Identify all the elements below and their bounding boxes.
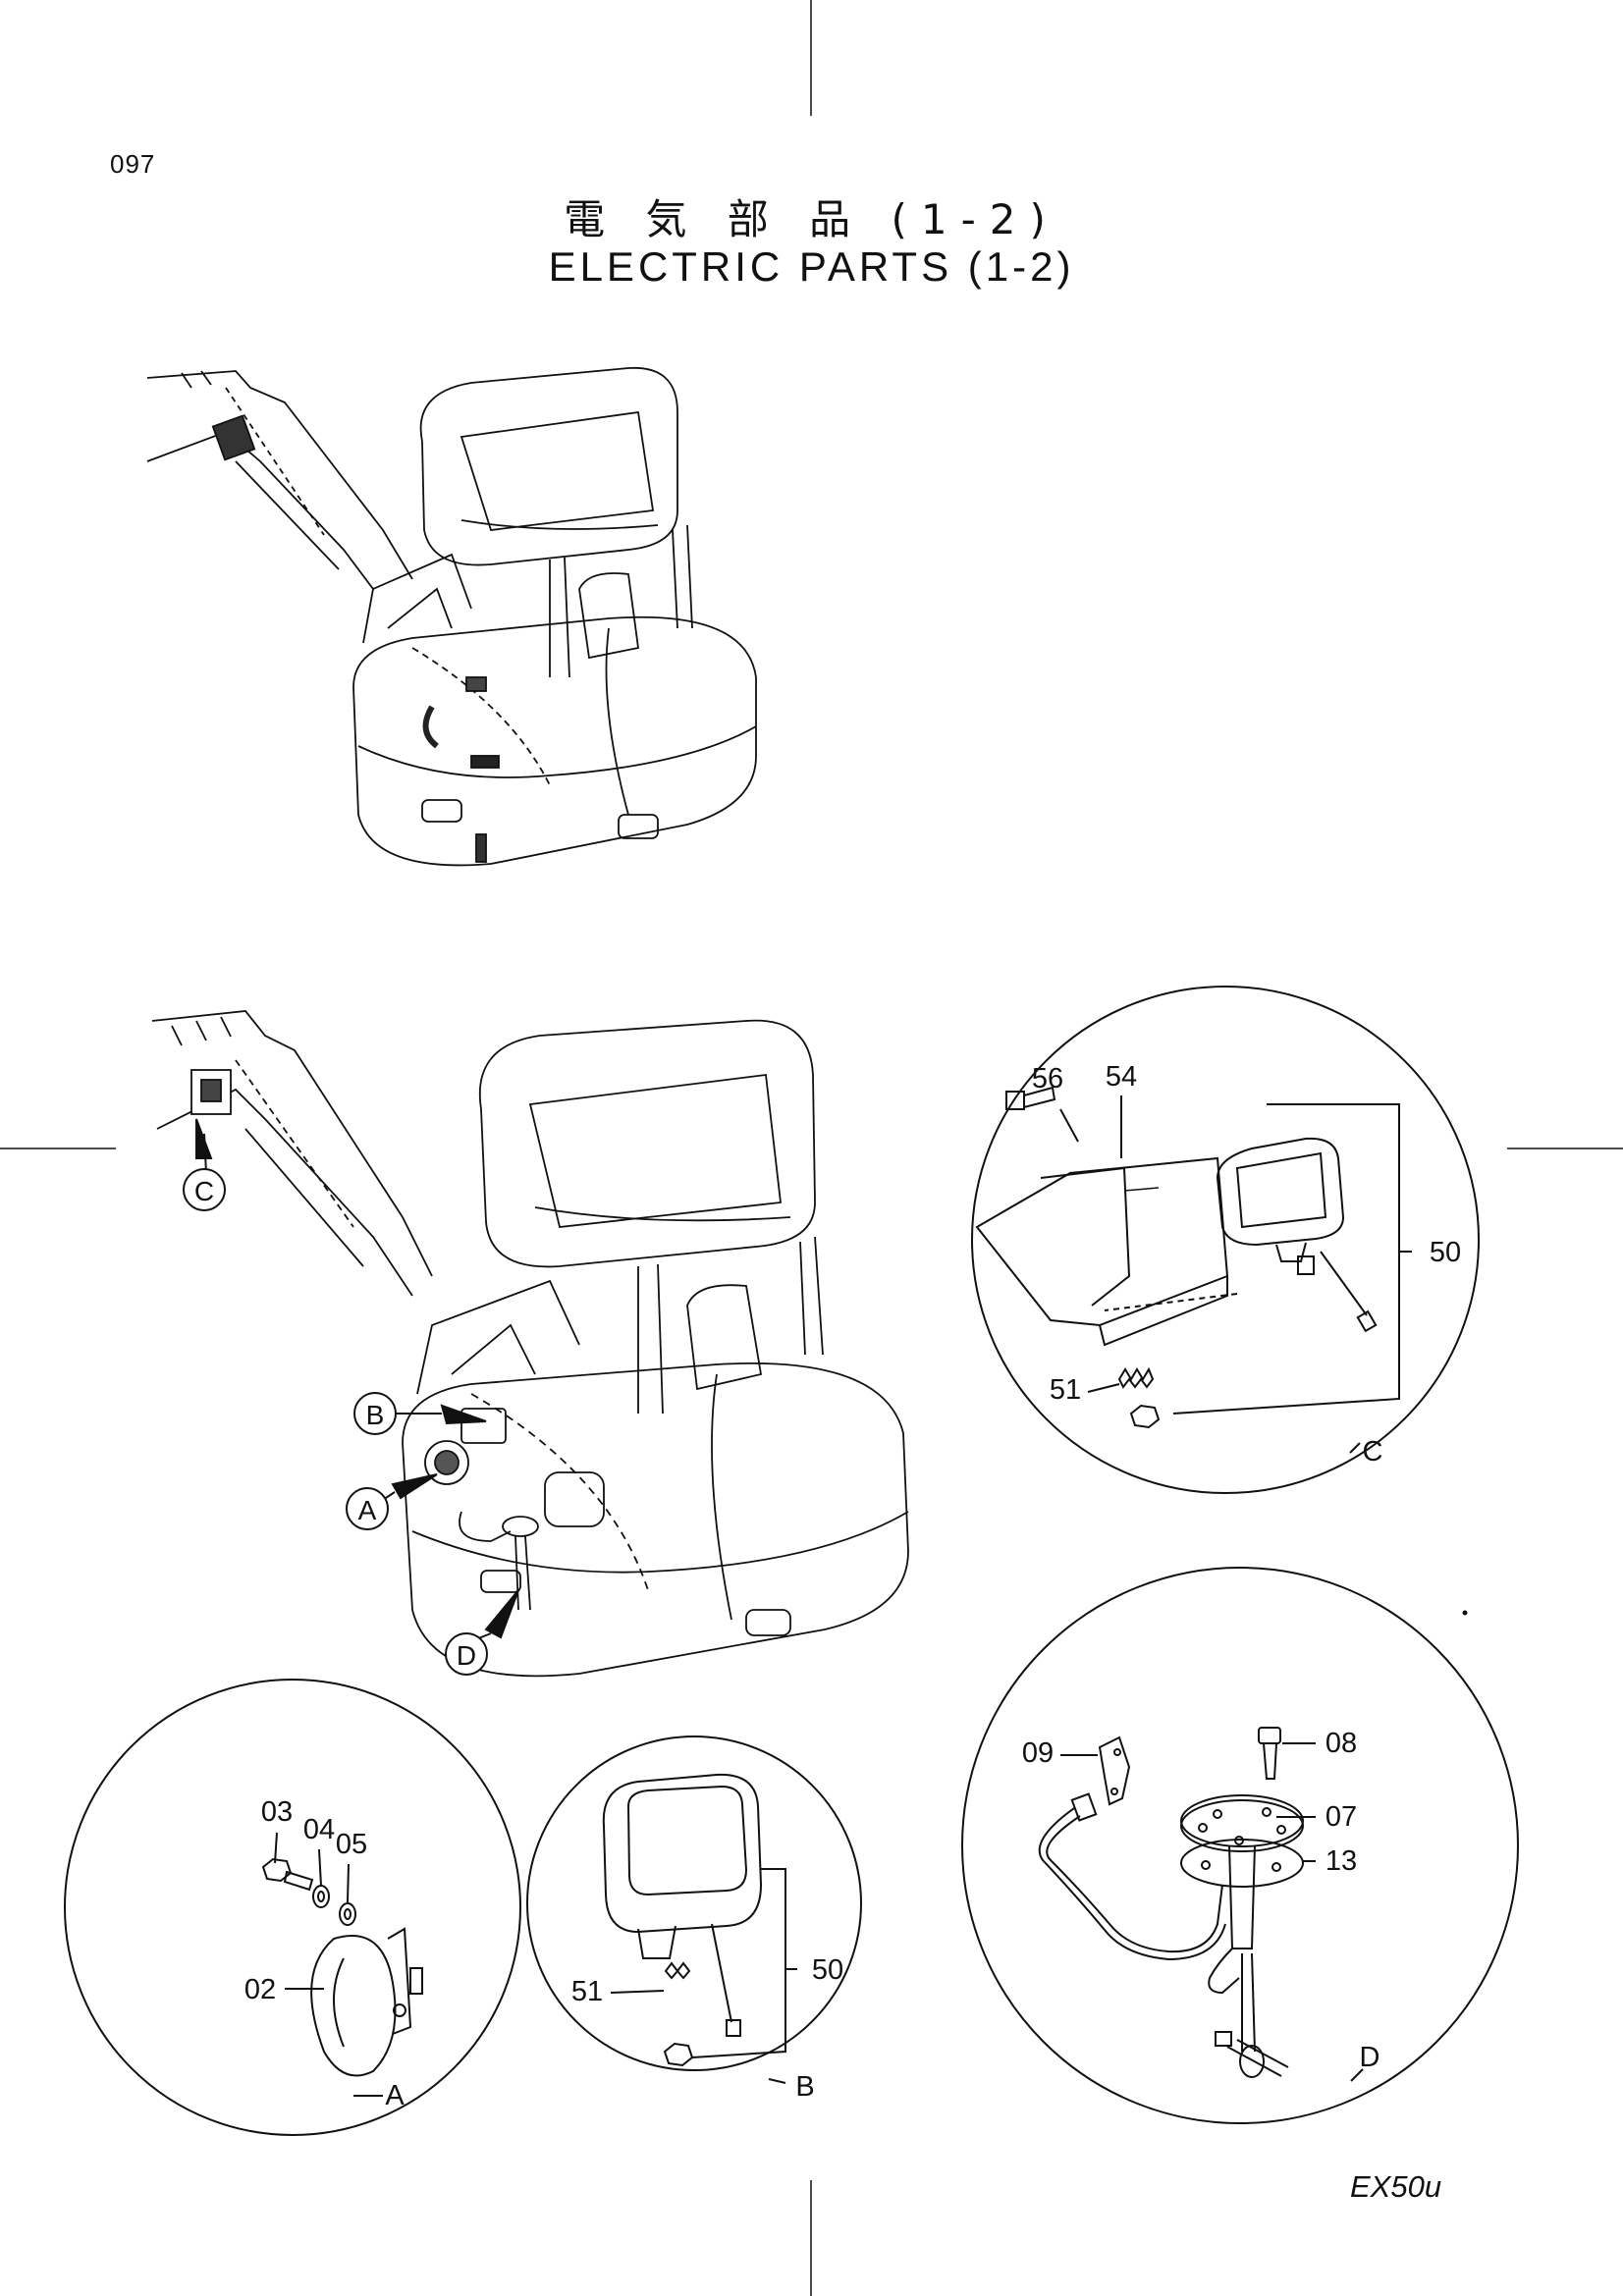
detail-D: 09 08 07 13 D	[961, 1567, 1519, 2124]
detail-C-label: C	[1363, 1436, 1383, 1468]
part-label-04: 04	[303, 1814, 335, 1845]
part-label-03: 03	[261, 1796, 293, 1828]
excavator-overview-top	[146, 367, 757, 867]
part-label-56: 56	[1032, 1063, 1063, 1095]
detail-A: 03 04 05 02 A	[64, 1679, 521, 2136]
detail-B-label: B	[795, 2071, 814, 2103]
callout-C: C	[194, 1176, 214, 1206]
detail-C: 56 54 50 51 C	[971, 986, 1480, 1494]
callout-A-marker: A	[346, 1473, 438, 1530]
part-label-50: 50	[812, 1954, 843, 1986]
part-label-02: 02	[244, 1974, 276, 2005]
callout-D: D	[457, 1640, 476, 1671]
part-label-09: 09	[1022, 1737, 1054, 1769]
callout-C-marker: C	[183, 1118, 226, 1211]
callout-B: B	[366, 1400, 385, 1430]
part-label-50: 50	[1430, 1237, 1461, 1268]
detail-B: 51 50 B	[526, 1735, 862, 2103]
detail-D-label: D	[1360, 2042, 1380, 2073]
callout-A: A	[358, 1495, 377, 1525]
model-label: EX50u	[1350, 2169, 1442, 2204]
page-title-japanese: 電 気 部 品 (1-2)	[564, 195, 1059, 243]
part-label-05: 05	[336, 1829, 367, 1860]
part-label-51: 51	[571, 1976, 603, 2007]
page-title-english: ELECTRIC PARTS (1-2)	[548, 243, 1075, 290]
callout-D-marker: D	[445, 1589, 519, 1676]
part-label-07: 07	[1325, 1801, 1357, 1833]
callout-B-marker: B	[353, 1392, 487, 1435]
detail-A-label: A	[385, 2080, 405, 2111]
excavator-main	[151, 1010, 909, 1678]
part-label-54: 54	[1106, 1061, 1137, 1093]
page-number: 097	[110, 149, 156, 179]
part-label-51: 51	[1050, 1374, 1081, 1406]
part-label-08: 08	[1325, 1728, 1357, 1759]
part-label-13: 13	[1325, 1845, 1357, 1877]
